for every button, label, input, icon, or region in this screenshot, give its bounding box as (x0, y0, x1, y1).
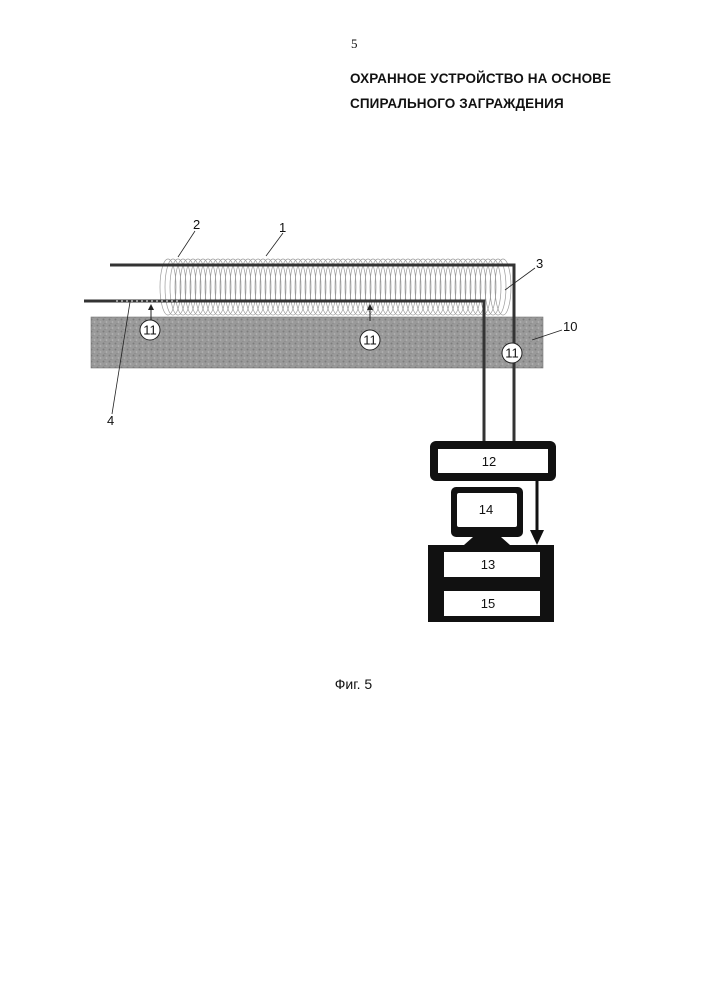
ref-label-1: 1 (279, 220, 286, 235)
coil-loop (320, 259, 336, 315)
sensor-marker-middle: 11 (360, 330, 380, 350)
coil-loop (280, 259, 296, 315)
block-15-label: 15 (481, 596, 495, 611)
coil-loop (440, 259, 456, 315)
monitor-14-stand (464, 537, 510, 545)
block-13-label: 13 (481, 557, 495, 572)
coil-loop (450, 259, 466, 315)
pointer-arrowhead-left (148, 304, 154, 310)
block-12-label: 12 (482, 454, 496, 469)
ref-label-2: 2 (193, 217, 200, 232)
leader-line-2 (178, 231, 195, 257)
coil-loop (190, 259, 206, 315)
figure-caption: Фиг. 5 (0, 676, 707, 692)
coil-loop (445, 259, 461, 315)
leader-line-1 (266, 233, 283, 256)
signal-arrowhead (530, 530, 544, 545)
ref-label-3: 3 (536, 256, 543, 271)
coil-loop (160, 259, 176, 315)
coil-loop (350, 259, 366, 315)
coil-loop (305, 259, 321, 315)
coil-loop (465, 259, 481, 315)
coil-loop (485, 259, 501, 315)
coil-loop (385, 259, 401, 315)
coil-loop (455, 259, 471, 315)
coil-loop (220, 259, 236, 315)
coil-loop (365, 259, 381, 315)
coil-loop (255, 259, 271, 315)
coil-loop (460, 259, 476, 315)
coil-loop (435, 259, 451, 315)
coil-loop (275, 259, 291, 315)
coil-loop (260, 259, 276, 315)
coil-loop (370, 259, 386, 315)
sensor-label-left: 11 (143, 323, 157, 338)
coil-loop (195, 259, 211, 315)
monitor-14-label: 14 (479, 502, 493, 517)
coil-loop (170, 259, 186, 315)
coil-loop (235, 259, 251, 315)
coil-loop (250, 259, 266, 315)
coil-loop (405, 259, 421, 315)
coil-loop (355, 259, 371, 315)
sensor-marker-left: 11 (140, 320, 160, 340)
coil-loop (300, 259, 316, 315)
coil-loop (340, 259, 356, 315)
coil-loop (180, 259, 196, 315)
coil-loop (380, 259, 396, 315)
coil-loop (415, 259, 431, 315)
coil-loop (410, 259, 426, 315)
coil-loop (395, 259, 411, 315)
coil-loop (210, 259, 226, 315)
coil-loop (295, 259, 311, 315)
coil-loop (420, 259, 436, 315)
ref-label-4: 4 (107, 413, 114, 428)
coil-loop (390, 259, 406, 315)
coil-loop (285, 259, 301, 315)
coil-loop (175, 259, 191, 315)
sensor-label-right: 11 (505, 346, 519, 361)
coil-loop (360, 259, 376, 315)
coil-loop (400, 259, 416, 315)
coil-loop (430, 259, 446, 315)
coil-loop (375, 259, 391, 315)
coil-loop (330, 259, 346, 315)
coil-loop (325, 259, 341, 315)
coil-loop (345, 259, 361, 315)
coil-loop (205, 259, 221, 315)
coil-loop (425, 259, 441, 315)
sensor-marker-right: 11 (502, 343, 522, 363)
ref-label-10: 10 (563, 319, 577, 334)
sensor-label-middle: 11 (363, 333, 377, 348)
coil-loop (315, 259, 331, 315)
coil-loop (200, 259, 216, 315)
coil-loop (270, 259, 286, 315)
coil-loop (225, 259, 241, 315)
coil-loop (230, 259, 246, 315)
coil-loop (490, 259, 506, 315)
coil-loop (480, 259, 496, 315)
coil-loop (265, 259, 281, 315)
coil-loop (215, 259, 231, 315)
coil-loop (165, 259, 181, 315)
coil-loop (290, 259, 306, 315)
coil-loop (310, 259, 326, 315)
coil-loop (335, 259, 351, 315)
coil-loop (185, 259, 201, 315)
coil-loop (245, 259, 261, 315)
coil-loop (240, 259, 256, 315)
spiral-coil (160, 259, 511, 315)
